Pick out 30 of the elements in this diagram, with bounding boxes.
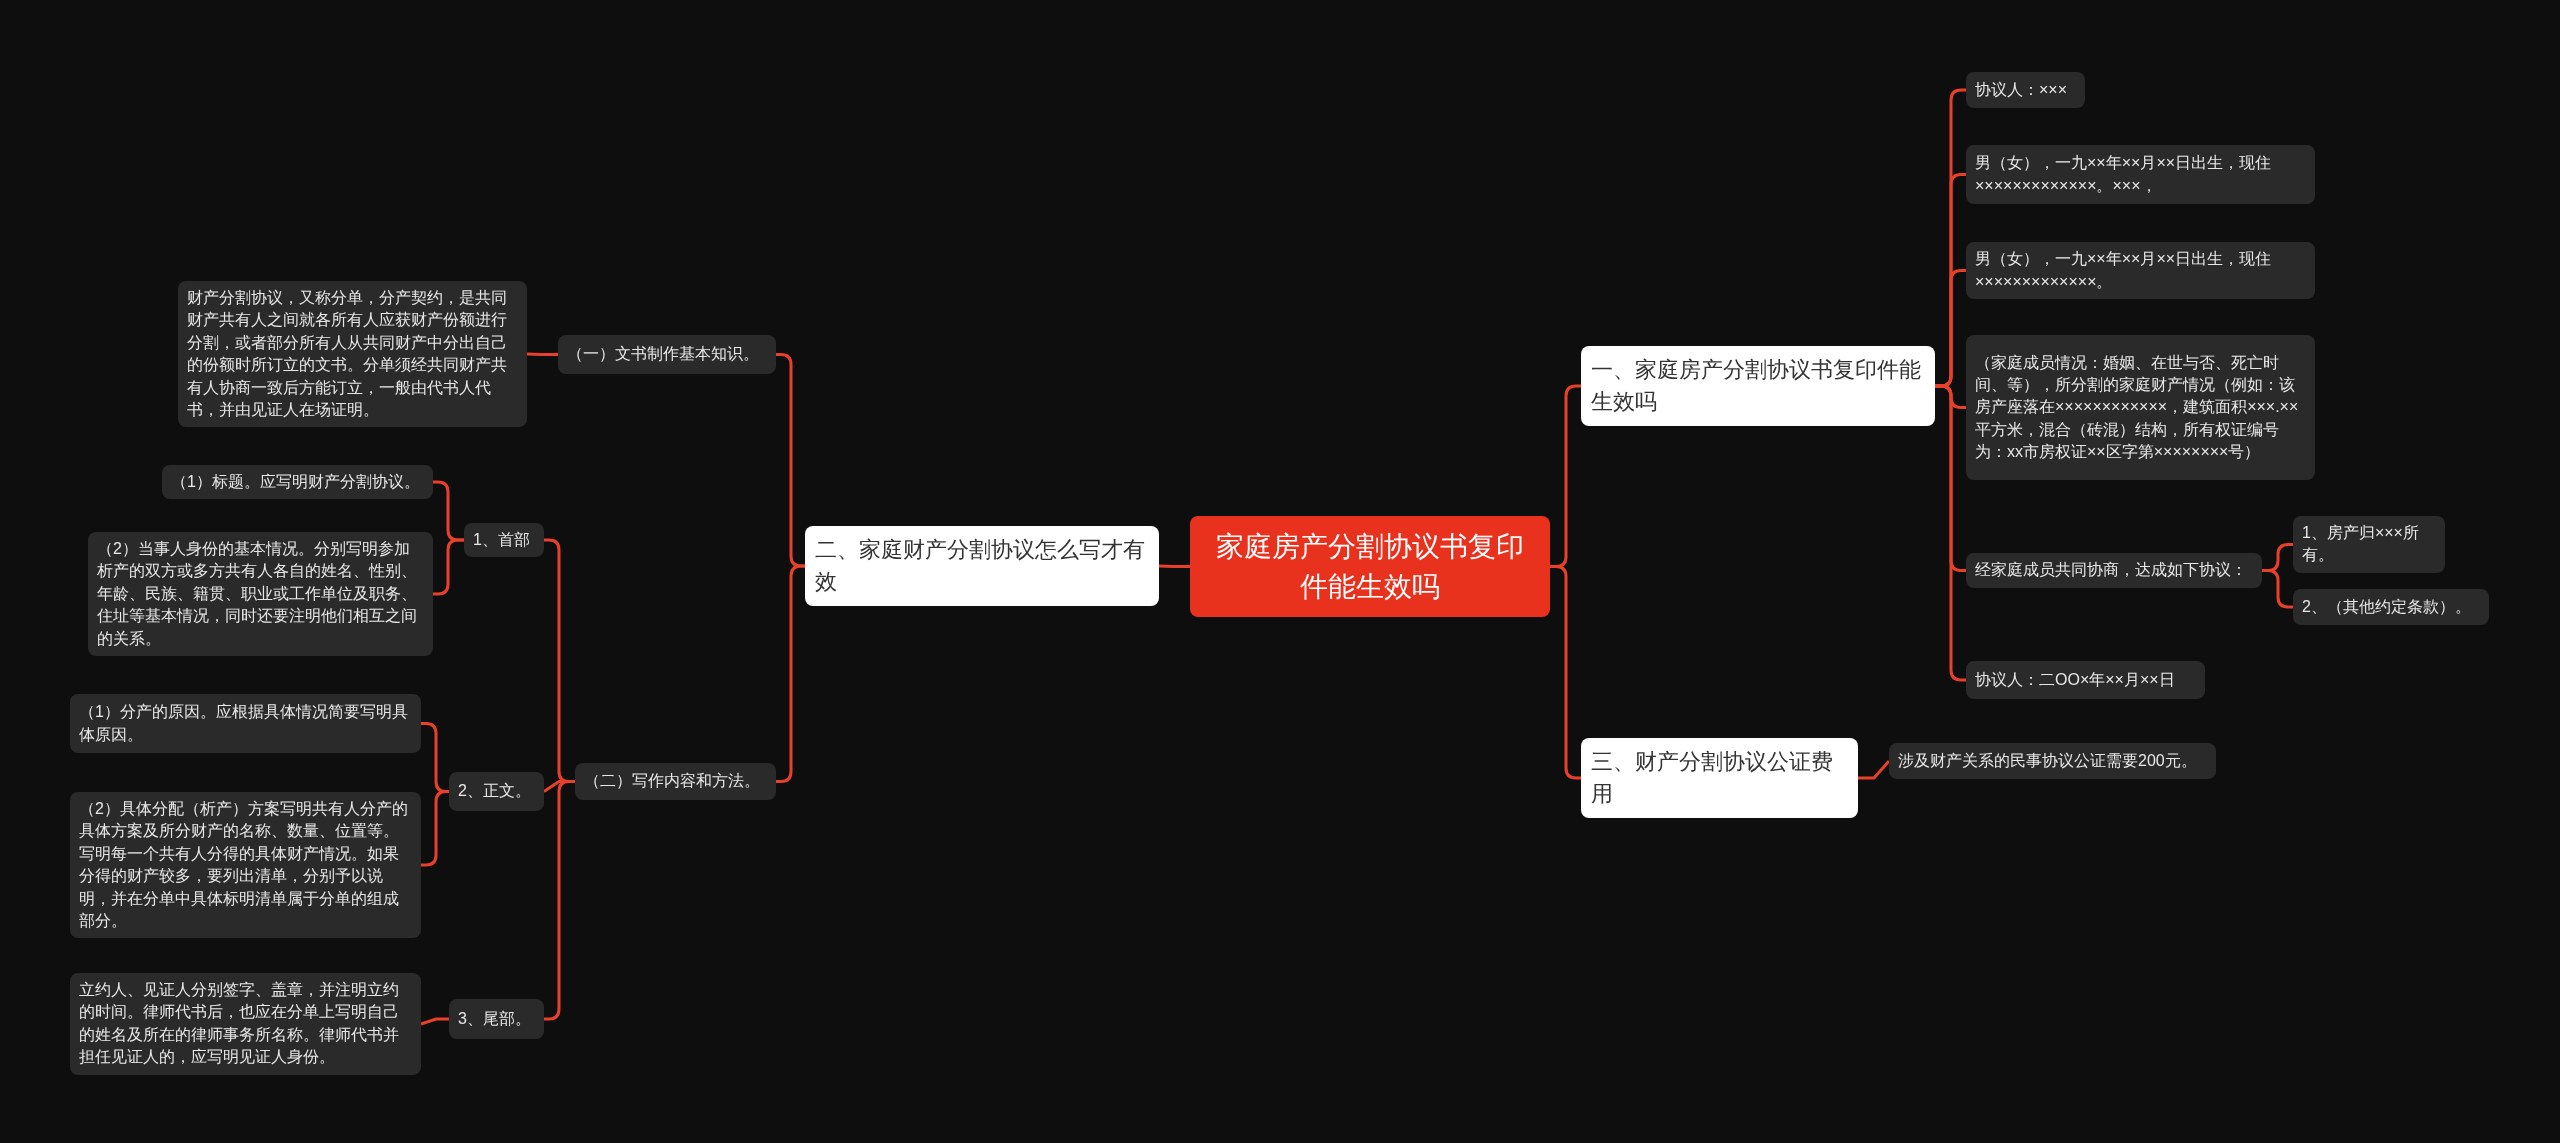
subtopic-box: 男（女），一九××年××月××日出生，现住×××××××××××××。 (1966, 242, 2315, 299)
subtopic-box: 1、房产归×××所有。 (2293, 516, 2445, 573)
subtopic-box: （二）写作内容和方法。 (575, 763, 776, 800)
connector-line (1858, 760, 1891, 780)
topic-box: 三、财产分割协议公证费用 (1581, 738, 1858, 818)
subtopic-box: （1）分产的原因。应根据具体情况简要写明具体原因。 (70, 694, 421, 753)
subtopic-box: （家庭成员情况：婚姻、在世与否、死亡时间、等），所分割的家庭财产情况（例如：该房产座落在××××××××××××，建筑面积×××.××平方米，混合（砖混）结构，所有权证编号为：xx市房权证××区字第××××××××号） (1966, 335, 2315, 480)
connector-line (2262, 569, 2293, 609)
connector-line (421, 790, 449, 867)
subtopic-box: （一）文书制作基本知识。 (558, 335, 776, 374)
subtopic-box: 财产分割协议，又称分单，分产契约，是共同财产共有人之间就各所有人应获财产份额进行分割，或者部分所有人从共同财产中分出自己的份额时所订立的文书。分单须经共同财产共有人协商一致后方能订立，一般由代书人代书，并由见证人在场证明。 (178, 281, 527, 428)
topic-box: 二、家庭财产分割协议怎么写才有效 (805, 526, 1159, 606)
subtopic-box: 1、首部 (464, 523, 544, 558)
subtopic-box: 协议人：××× (1966, 72, 2085, 108)
subtopic-box: 2、（其他约定条款）。 (2293, 589, 2489, 625)
connector-line (420, 1017, 449, 1026)
subtopic-box: 协议人：二OO×年××月××日 (1966, 661, 2205, 699)
connector-line (1158, 564, 1190, 568)
subtopic-box: 3、尾部。 (449, 999, 544, 1039)
subtopic-box: 立约人、见证人分别签字、盖章，并注明立约的时间。律师代书后，也应在分单上写明自己的姓名及所在的律师事务所名称。律师代书并担任见证人的，应写明见证人身份。 (70, 973, 421, 1075)
central-topic: 家庭房产分割协议书复印件能生效吗 (1190, 516, 1550, 617)
topic-box: 一、家庭房产分割协议书复印件能生效吗 (1581, 346, 1935, 426)
subtopic-box: （2）具体分配（析产）方案写明共有人分产的具体方案及所分财产的名称、数量、位置等。写明每一个共有人分得的具体财产情况。如果分得的财产较多，要列出清单，分别予以说明，并在分单中具体标明清单属于分单的组成部分。 (70, 792, 421, 939)
subtopic-box: 涉及财产关系的民事协议公证需要200元。 (1889, 743, 2216, 779)
subtopic-box: （1）标题。应写明财产分割协议。 (162, 465, 433, 500)
connector-line (526, 352, 558, 356)
subtopic-box: （2）当事人身份的基本情况。分别写明参加析产的双方或多方共有人各自的姓名、性别、年龄、民族、籍贯、职业或工作单位及职务、住址等基本情况，同时还要注明他们相互之间的关系。 (88, 532, 433, 656)
subtopic-box: 男（女），一九××年××月××日出生，现住×××××××××××××。×××， (1966, 145, 2315, 204)
subtopic-box: 经家庭成员共同协商，达成如下协议： (1966, 553, 2262, 588)
subtopic-box: 2、正文。 (449, 772, 544, 811)
